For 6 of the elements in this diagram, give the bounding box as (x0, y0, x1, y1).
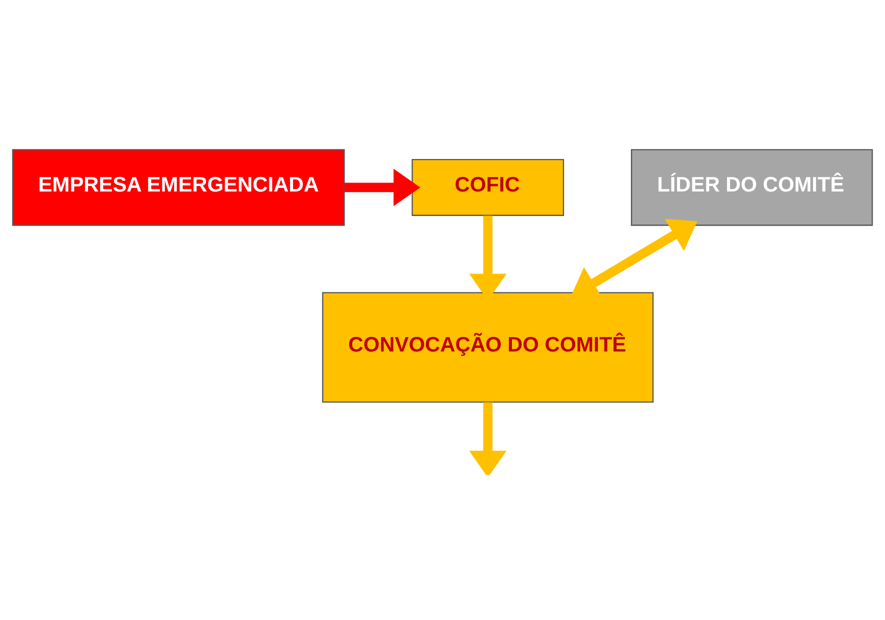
arrow (469, 402, 507, 475)
node-box: CONVOCAÇÃO DO COMITÊ (322, 292, 654, 403)
node-box: COFIC (412, 158, 564, 216)
arrow (344, 168, 420, 206)
node-box: LÍDER DO COMITÊ (630, 149, 873, 226)
node-box: EMPRESA EMERGENCIADA (12, 149, 345, 226)
